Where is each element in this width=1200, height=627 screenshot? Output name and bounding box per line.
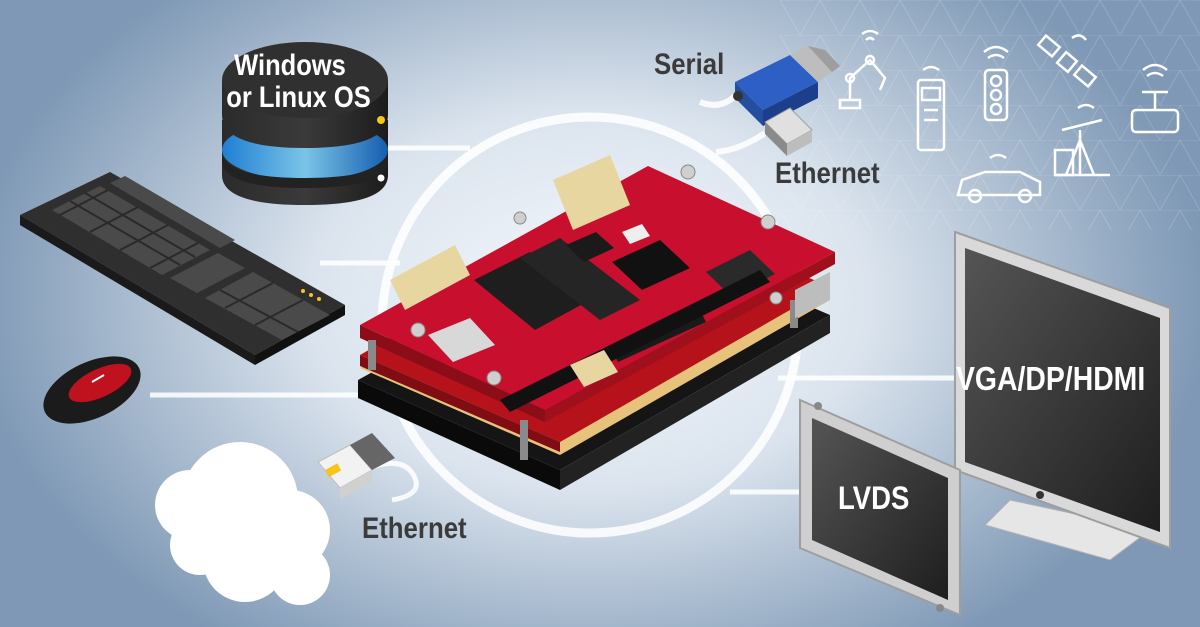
- os-label: Windows or Linux OS: [226, 49, 371, 114]
- lvds-panel-icon: [799, 398, 961, 617]
- traffic-light-icon: [983, 45, 1009, 122]
- ethernet-plug-top-icon: [764, 107, 813, 156]
- robot-arm-icon: [838, 29, 887, 110]
- lvds-label: LVDS: [838, 480, 910, 516]
- ethernet-bottom-label: Ethernet: [362, 512, 467, 545]
- os-label-line2: or Linux OS: [226, 81, 371, 114]
- ethernet-top-label: Ethernet: [775, 157, 880, 190]
- keyboard-icon: [20, 172, 345, 365]
- monitor-icon: [954, 230, 1171, 561]
- application-icons: [838, 29, 1180, 204]
- os-label-line1: Windows: [234, 49, 346, 82]
- mouse-icon: [43, 356, 141, 424]
- ethernet-plug-icon: [317, 433, 395, 500]
- medical-device-icon: [916, 65, 946, 152]
- serial-label: Serial: [654, 48, 725, 81]
- server-disk-icon: [222, 42, 388, 205]
- serial-connector-icon: [733, 46, 840, 126]
- monitor-label: VGA/DP/HDMI: [956, 360, 1146, 397]
- cloud-icon: [155, 442, 330, 605]
- single-board-computer: [358, 155, 835, 490]
- satellite-icon: [1036, 33, 1098, 89]
- valve-icon: [1130, 63, 1180, 134]
- car-icon: [956, 153, 1042, 204]
- background-mesh: [780, 0, 1200, 230]
- oil-pump-icon: [1053, 103, 1110, 177]
